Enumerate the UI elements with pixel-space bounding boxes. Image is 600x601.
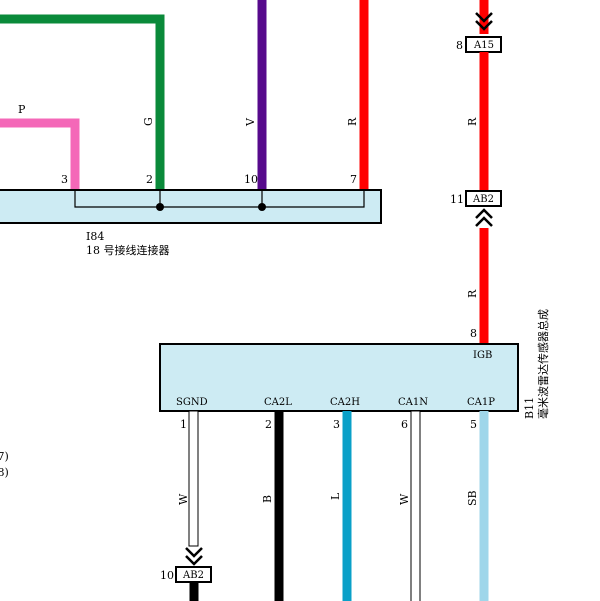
wire-green	[0, 14, 165, 190]
b11-terminal-ca2l: CA2L	[264, 397, 292, 408]
i84-pin-2: 2	[146, 173, 153, 186]
wire-label-w2: W	[398, 493, 411, 505]
wire-label-p: P	[18, 103, 26, 116]
left-ref-7: *7)	[0, 450, 9, 463]
connector-ab2-bottom-id: AB2	[182, 570, 204, 581]
b11-terminal-sgnd: SGND	[176, 397, 208, 408]
connector-ab2-top-chevron-icon	[475, 208, 493, 227]
i84-internal-bus	[74, 190, 365, 208]
connector-ab2-bottom-pin: 10	[160, 569, 174, 582]
connector-ab2-top	[465, 190, 502, 207]
wire-label-r-top: R	[346, 117, 359, 126]
connector-i84-desc: 18 号接线连接器	[86, 243, 170, 257]
module-b11-desc: 毫米波雷达传感器总成	[536, 309, 550, 419]
b11-terminal-igb: IGB	[473, 350, 492, 361]
b11-pin-1: 1	[180, 418, 187, 431]
b11-pin-5: 5	[470, 418, 477, 431]
wire-pink	[0, 118, 80, 190]
wire-label-b: B	[261, 495, 274, 503]
connector-a15-chevron-icon	[475, 12, 493, 31]
i84-pin-10: 10	[244, 173, 258, 186]
i84-pin-3: 3	[61, 173, 68, 186]
wire-label-l: L	[329, 492, 342, 500]
wire-label-sb: SB	[466, 490, 479, 506]
connector-a15-id: A15	[473, 40, 494, 51]
wire-label-v: V	[244, 117, 257, 127]
module-b11-id: B11	[523, 397, 536, 419]
b11-terminal-ca2h: CA2H	[330, 397, 360, 408]
b11-terminal-ca1n: CA1N	[398, 397, 428, 408]
b11-pin-6: 6	[401, 418, 408, 431]
wire-label-r-low: R	[466, 289, 479, 298]
connector-ab2-bottom-chevron-icon	[185, 547, 203, 566]
module-b11	[159, 343, 519, 412]
b11-pin-3: 3	[333, 418, 340, 431]
connector-i84-id: I84	[86, 230, 104, 243]
b11-terminal-ca1p: CA1P	[467, 397, 495, 408]
wire-label-r-mid: R	[466, 117, 479, 126]
b11-power-pin: 8	[470, 327, 477, 340]
wire-white-2	[410, 410, 421, 601]
splice-dot-2	[258, 203, 266, 211]
connector-a15-pin: 8	[456, 39, 463, 52]
i84-pin-7: 7	[350, 173, 357, 186]
splice-dot-1	[156, 203, 164, 211]
wire-white-1	[188, 410, 199, 547]
connector-ab2-top-pin: 11	[450, 193, 464, 206]
b11-pin-2: 2	[265, 418, 272, 431]
connector-ab2-top-id: AB2	[472, 194, 494, 205]
wire-label-w1: W	[177, 493, 190, 505]
left-ref-8: *8)	[0, 466, 9, 479]
wire-label-g: G	[142, 117, 155, 126]
